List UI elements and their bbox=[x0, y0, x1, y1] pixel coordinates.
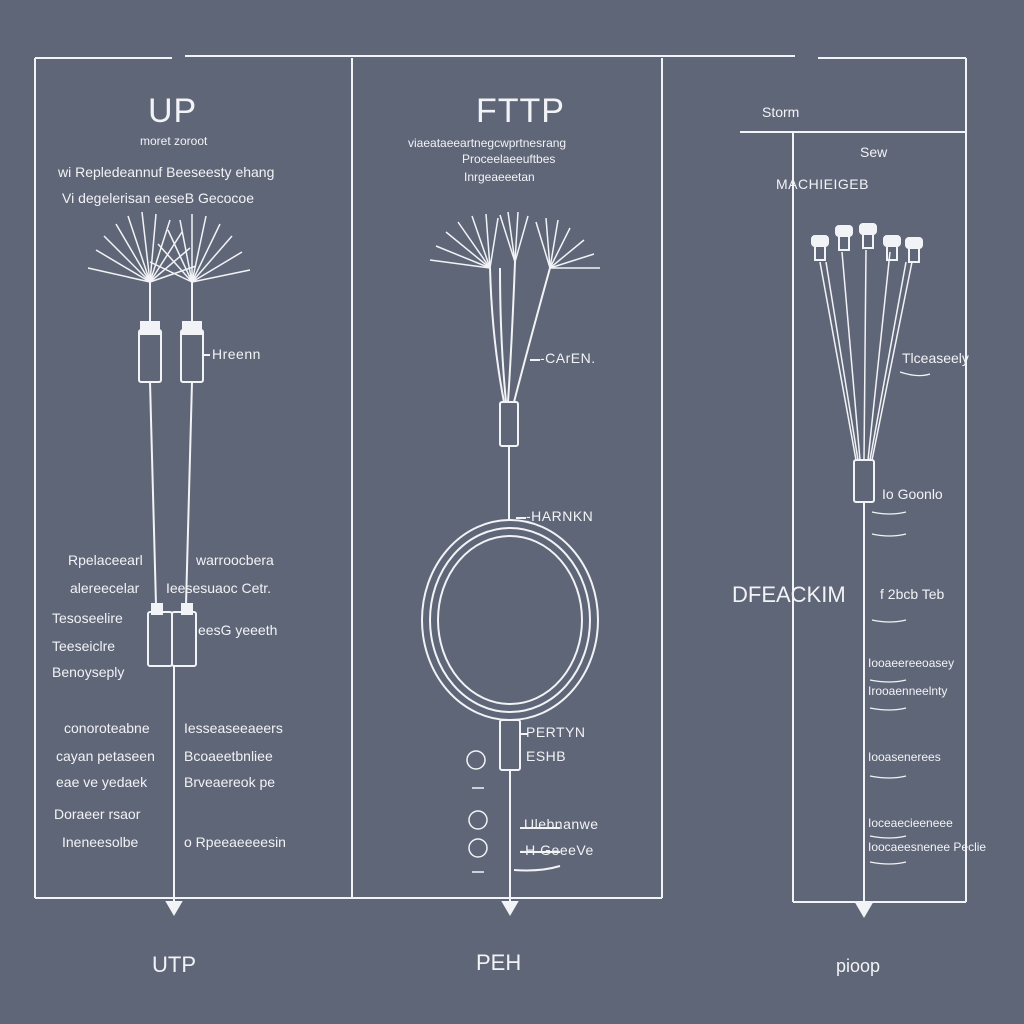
fttp-symbols bbox=[466, 750, 488, 873]
utp-cable-illustration bbox=[87, 211, 251, 916]
utp-list-4: Doraeer rsaor bbox=[54, 806, 141, 822]
right-big-label: DFEACKIM bbox=[732, 582, 846, 607]
fttp-callout-6: -H GeeeVe bbox=[520, 842, 594, 858]
utp-note-b2: Ieesesuaoc Cetr. bbox=[166, 580, 272, 596]
right-row-2: Irooaenneelnty bbox=[868, 684, 948, 698]
utp-list-5a: Ineneesolbe bbox=[62, 834, 139, 850]
utp-note-b1: alereecelar bbox=[70, 580, 140, 596]
right-row-3: Iooasenerees bbox=[868, 750, 941, 764]
utp-panel-title: UP bbox=[148, 92, 198, 130]
utp-list-1a: conoroteabne bbox=[64, 720, 150, 736]
pioop-cable-illustration bbox=[811, 223, 931, 918]
utp-note-c: Tesoseelire bbox=[52, 610, 123, 626]
panel-frames bbox=[34, 55, 967, 903]
utp-list-3b: Brveaereok pe bbox=[184, 774, 276, 790]
fttp-callout-3: PERTYN bbox=[526, 724, 586, 740]
utp-footer-label: UTP bbox=[152, 952, 196, 977]
right-row-4: Ioceaecieeneee bbox=[868, 816, 953, 830]
utp-list-2b: Bcoaeetbnliee bbox=[184, 748, 273, 764]
fttp-callout-2: -HARNKN bbox=[526, 508, 594, 524]
utp-fan-right bbox=[149, 214, 251, 283]
fttp-description-line-3: Inrgeaeeetan bbox=[464, 170, 535, 184]
fttp-footer-label: PEH bbox=[476, 950, 522, 975]
pioop-footer-label: pioop bbox=[836, 956, 881, 976]
fttp-callout-4: ESHB bbox=[526, 748, 567, 764]
pioop-leader-lines bbox=[869, 371, 931, 865]
fttp-callout-1: -CArEN. bbox=[540, 350, 596, 366]
utp-note-a1: Rpelaceearl bbox=[68, 552, 143, 568]
right-callout-1: Tlceaseely bbox=[902, 350, 969, 366]
fttp-description-line-1: viaeataeeartnegcwprtnesrang bbox=[408, 136, 567, 150]
fttp-description-line-2: Proceelaeeuftbes bbox=[462, 152, 556, 166]
right-row-1: Iooaeereeoasey bbox=[868, 656, 955, 670]
fttp-cable-illustration bbox=[421, 211, 600, 916]
utp-list-2a: cayan petaseen bbox=[56, 748, 155, 764]
right-panel-sub-1: Sew bbox=[860, 144, 888, 160]
fttp-callout-5: Ulebnanwe bbox=[524, 816, 599, 832]
right-row-5: Ioocaeesnenee Peclie bbox=[868, 840, 987, 854]
right-callout-2: Io Goonlo bbox=[882, 486, 943, 502]
utp-note-d1: Teeseiclre bbox=[52, 638, 116, 654]
fttp-panel-title: FTTP bbox=[476, 92, 565, 130]
utp-list-5b: o Rpeeaeeeesin bbox=[184, 834, 286, 850]
right-panel-sub-2: MACHIEIGEB bbox=[776, 176, 869, 192]
right-panel-header: Storm bbox=[762, 104, 800, 120]
utp-note-e: Benoyseply bbox=[52, 664, 125, 680]
utp-callout-connector: Hreenn bbox=[212, 346, 261, 362]
utp-panel-subtitle: moret zoroot bbox=[140, 134, 208, 148]
utp-note-a2: warroocbera bbox=[196, 552, 274, 568]
pioop-connector-heads bbox=[811, 223, 923, 249]
right-big-side-label: f 2bcb Teb bbox=[880, 586, 945, 602]
utp-description-line-2: Vi degelerisan eeseB Gecocoe bbox=[62, 190, 254, 206]
utp-list-1b: Iesseaseeaeers bbox=[184, 720, 283, 736]
utp-description-line-1: wi Repledeannuf Beeseesty ehang bbox=[58, 164, 275, 180]
utp-list-3a: eae ve yedaek bbox=[56, 774, 148, 790]
utp-fan-left bbox=[87, 211, 197, 283]
utp-note-d2: eesG yeeeth bbox=[198, 622, 278, 638]
